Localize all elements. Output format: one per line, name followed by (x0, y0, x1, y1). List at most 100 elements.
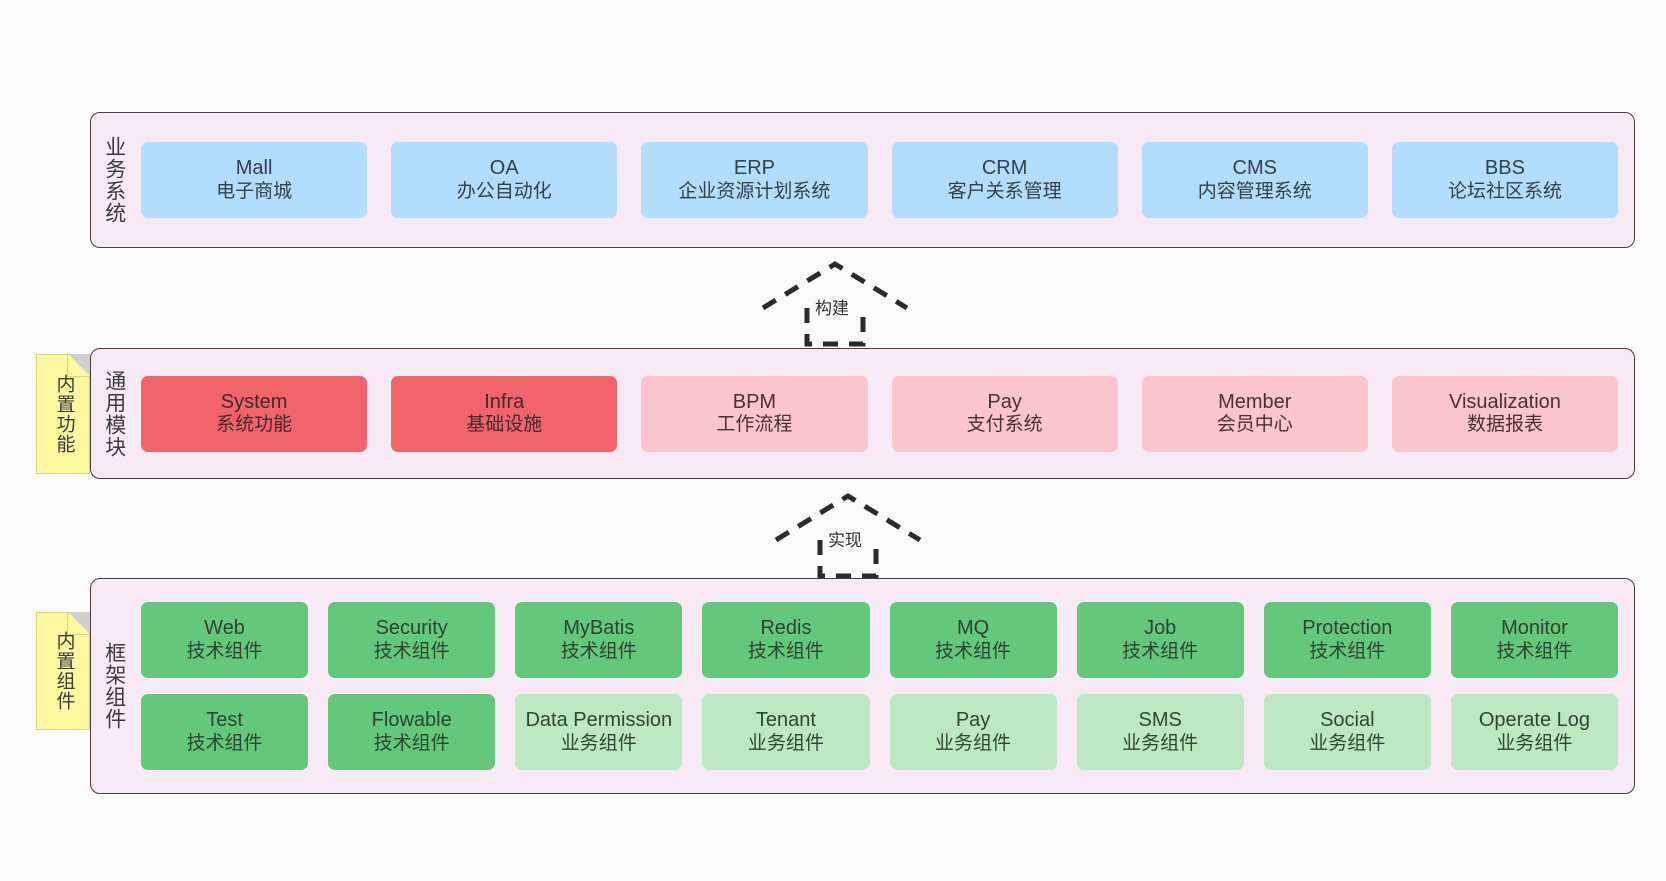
node-title: Member (1218, 390, 1292, 413)
node-member[interactable]: Member 会员中心 (1141, 375, 1368, 452)
node-title: Monitor (1501, 617, 1568, 639)
node-mq[interactable]: MQ 技术组件 (889, 602, 1057, 678)
node-subtitle: 业务组件 (1496, 732, 1573, 754)
node-title: BBS (1484, 157, 1525, 179)
layer-framework-component: 框架组件 Web 技术组件 Security 技术组件 MyBatis 技术组件… (90, 578, 1635, 794)
layer-row: Web 技术组件 Security 技术组件 MyBatis 技术组件 Redi… (141, 602, 1618, 678)
node-subtitle: 基础设施 (466, 414, 543, 436)
arrow-build-label: 构建 (815, 299, 849, 318)
node-subtitle: 支付系统 (966, 414, 1043, 436)
node-subtitle: 内容管理系统 (1197, 180, 1312, 202)
node-redis[interactable]: Redis 技术组件 (702, 602, 870, 678)
node-title: Social (1320, 709, 1375, 731)
node-title: Operate Log (1478, 709, 1591, 731)
arrow-implement-label: 实现 (828, 531, 862, 550)
node-subtitle: 技术组件 (186, 640, 263, 662)
node-subtitle: 客户关系管理 (947, 180, 1062, 202)
node-title: System (220, 390, 288, 413)
layer-title-business-system: 业务系统 (102, 136, 126, 224)
node-subtitle: 会员中心 (1216, 414, 1293, 436)
layer-common-module: 通用模块 System 系统功能 Infra 基础设施 BPM 工作流程 Pay… (90, 348, 1635, 479)
layer-body-business-system: Mall 电子商城 OA 办公自动化 ERP 企业资源计划系统 CRM 客户关系… (137, 113, 1634, 247)
node-title: ERP (733, 157, 775, 179)
node-title: SMS (1138, 709, 1182, 731)
node-system[interactable]: System 系统功能 (141, 375, 368, 452)
node-title: Tenant (755, 709, 816, 731)
node-data-permission[interactable]: Data Permission 业务组件 (515, 694, 683, 770)
layer-business-system: 业务系统 Mall 电子商城 OA 办公自动化 ERP 企业资源计划系统 CRM… (90, 112, 1635, 248)
arrow-implement: 实现 (768, 490, 928, 580)
sticky-note-label: 内置功能 (53, 374, 75, 454)
node-title: Security (375, 617, 448, 639)
node-subtitle: 业务组件 (560, 732, 637, 754)
node-subtitle: 工作流程 (716, 414, 793, 436)
node-title: MyBatis (563, 617, 635, 639)
node-title: Visualization (1448, 390, 1561, 413)
node-subtitle: 技术组件 (373, 640, 450, 662)
node-subtitle: 技术组件 (747, 640, 824, 662)
node-job[interactable]: Job 技术组件 (1076, 602, 1244, 678)
node-title: BPM (732, 390, 777, 413)
node-bbs[interactable]: BBS 论坛社区系统 (1391, 142, 1619, 218)
node-title: Web (204, 617, 245, 639)
node-subtitle: 技术组件 (1309, 640, 1386, 662)
node-sms[interactable]: SMS 业务组件 (1076, 694, 1244, 770)
node-subtitle: 数据报表 (1466, 414, 1543, 436)
arrow-build: 构建 (755, 258, 915, 348)
node-subtitle: 电子商城 (216, 180, 293, 202)
node-mall[interactable]: Mall 电子商城 (141, 142, 368, 218)
node-title: Redis (760, 617, 812, 639)
layer-row: Mall 电子商城 OA 办公自动化 ERP 企业资源计划系统 CRM 客户关系… (141, 142, 1619, 218)
node-crm[interactable]: CRM 客户关系管理 (891, 142, 1118, 218)
node-title: Mall (235, 157, 273, 179)
node-infra[interactable]: Infra 基础设施 (391, 375, 618, 452)
node-pay-module[interactable]: Pay 支付系统 (891, 375, 1118, 452)
node-bpm[interactable]: BPM 工作流程 (641, 375, 868, 452)
node-social[interactable]: Social 业务组件 (1263, 694, 1431, 770)
sticky-note-builtin-function: 内置功能 (36, 354, 90, 474)
node-operate-log[interactable]: Operate Log 业务组件 (1450, 694, 1618, 770)
node-subtitle: 业务组件 (1122, 732, 1199, 754)
node-subtitle: 系统功能 (216, 414, 293, 436)
node-protection[interactable]: Protection 技术组件 (1263, 602, 1431, 678)
node-oa[interactable]: OA 办公自动化 (391, 142, 618, 218)
node-subtitle: 技术组件 (373, 732, 450, 754)
layer-body-common-module: System 系统功能 Infra 基础设施 BPM 工作流程 Pay 支付系统… (137, 349, 1634, 478)
node-subtitle: 技术组件 (560, 640, 637, 662)
node-web[interactable]: Web 技术组件 (141, 602, 309, 678)
node-subtitle: 企业资源计划系统 (678, 180, 831, 202)
node-erp[interactable]: ERP 企业资源计划系统 (641, 142, 868, 218)
node-monitor[interactable]: Monitor 技术组件 (1450, 602, 1618, 678)
node-tenant[interactable]: Tenant 业务组件 (702, 694, 870, 770)
node-test[interactable]: Test 技术组件 (141, 694, 309, 770)
node-subtitle: 技术组件 (1496, 640, 1573, 662)
node-subtitle: 论坛社区系统 (1447, 180, 1562, 202)
node-pay-component[interactable]: Pay 业务组件 (889, 694, 1057, 770)
sticky-note-label: 内置组件 (53, 631, 75, 711)
node-title: Job (1144, 617, 1177, 639)
node-title: OA (489, 157, 519, 179)
node-title: CMS (1232, 157, 1277, 179)
node-title: Pay (955, 709, 991, 731)
layer-row: System 系统功能 Infra 基础设施 BPM 工作流程 Pay 支付系统… (141, 375, 1619, 452)
node-subtitle: 技术组件 (1122, 640, 1199, 662)
node-title: Infra (484, 390, 525, 413)
node-security[interactable]: Security 技术组件 (328, 602, 496, 678)
node-subtitle: 业务组件 (1309, 732, 1386, 754)
node-subtitle: 技术组件 (935, 640, 1012, 662)
node-flowable[interactable]: Flowable 技术组件 (328, 694, 496, 770)
node-title: CRM (981, 157, 1028, 179)
node-mybatis[interactable]: MyBatis 技术组件 (515, 602, 683, 678)
layer-body-framework-component: Web 技术组件 Security 技术组件 MyBatis 技术组件 Redi… (137, 579, 1634, 793)
node-subtitle: 技术组件 (186, 732, 263, 754)
layer-title-framework-component: 框架组件 (102, 642, 126, 730)
node-title: MQ (956, 617, 990, 639)
node-title: Protection (1302, 617, 1393, 639)
node-cms[interactable]: CMS 内容管理系统 (1141, 142, 1368, 218)
node-visualization[interactable]: Visualization 数据报表 (1391, 375, 1619, 452)
node-subtitle: 业务组件 (747, 732, 824, 754)
layer-title-common-module: 通用模块 (102, 369, 126, 458)
node-title: Test (206, 709, 243, 731)
sticky-note-builtin-component: 内置组件 (36, 612, 90, 730)
